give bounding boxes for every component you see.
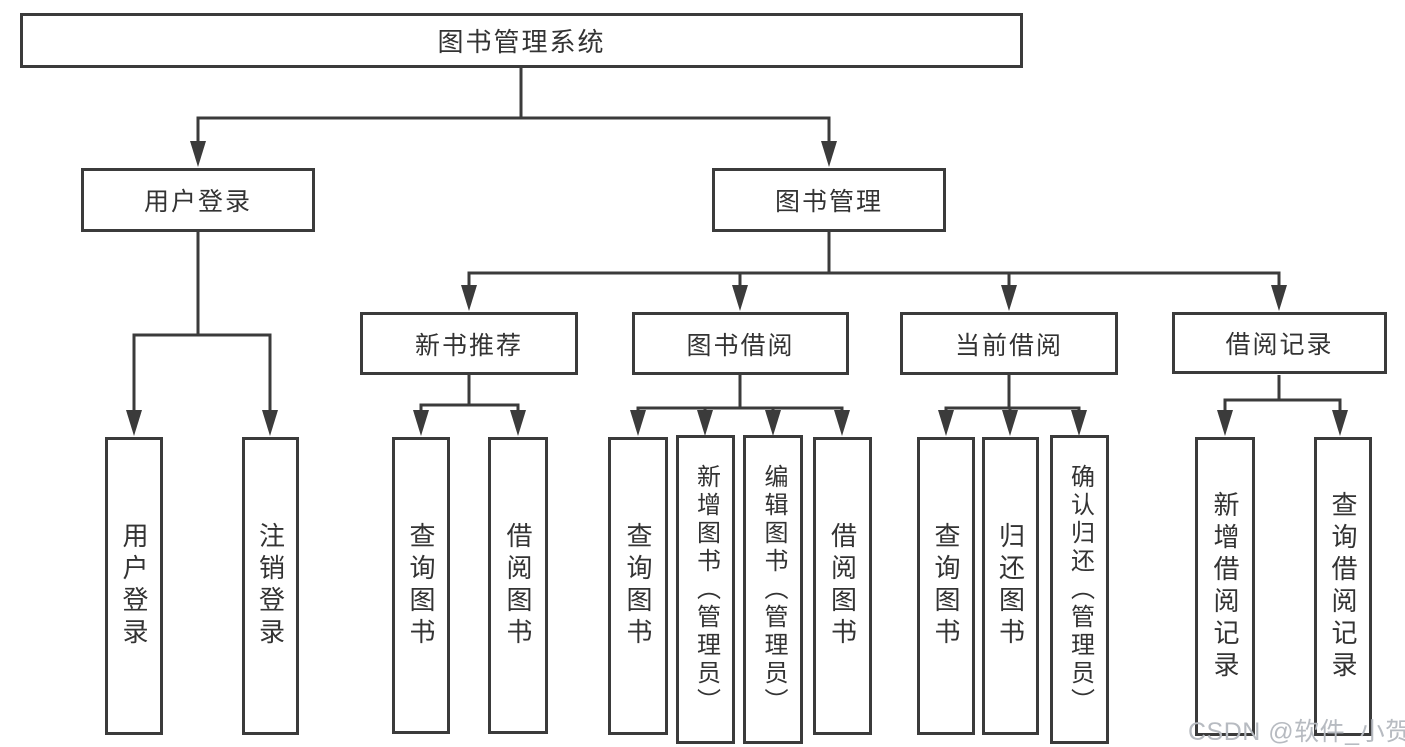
node-new-book-recommend: 新书推荐: [360, 312, 578, 375]
arrowhead: [1001, 285, 1017, 311]
leaf-add-borrow-record: 新增借阅记录: [1195, 437, 1255, 736]
connector-line: [196, 116, 831, 152]
arrowhead: [262, 410, 278, 436]
leaf-borrow-books-1: 借阅图书: [488, 437, 548, 734]
leaf-edit-books-admin: 编辑图书（管理员）: [743, 435, 803, 744]
arrowhead: [821, 141, 837, 167]
leaf-query-books-2: 查询图书: [608, 437, 668, 735]
arrowhead: [510, 410, 526, 436]
node-label: 当前借阅: [954, 331, 1063, 360]
node-label: 借阅图书: [827, 522, 858, 650]
arrowhead: [1271, 285, 1287, 311]
connector-line: [132, 333, 272, 420]
leaf-logout: 注销登录: [242, 437, 299, 735]
node-user-login-branch: 用户登录: [81, 168, 315, 232]
node-label: 用户登录: [119, 522, 149, 650]
connector-line: [636, 406, 844, 420]
connector-line: [1223, 398, 1342, 420]
node-label: 查询图书: [406, 521, 436, 650]
arrowhead: [1217, 410, 1233, 436]
leaf-return-books: 归还图书: [982, 437, 1039, 735]
node-label: 借阅记录: [1225, 331, 1334, 359]
arrowhead: [1332, 410, 1348, 436]
node-book-borrow: 图书借阅: [632, 312, 849, 375]
node-label: 归还图书: [995, 522, 1026, 650]
arrowhead: [938, 410, 954, 436]
node-label: 编辑图书（管理员）: [760, 463, 787, 716]
leaf-user-login: 用户登录: [105, 437, 163, 735]
connector-line: [419, 403, 520, 420]
node-current-borrow: 当前借阅: [900, 312, 1118, 375]
node-label: 图书管理: [774, 188, 883, 216]
arrowhead: [190, 141, 206, 167]
arrowhead: [413, 410, 429, 436]
connector-line: [467, 271, 1281, 297]
leaf-query-books-1: 查询图书: [392, 437, 450, 734]
leaf-confirm-return-admin: 确认归还（管理员）: [1050, 435, 1109, 744]
node-label: 新增图书（管理员）: [692, 463, 720, 716]
arrowhead: [1071, 410, 1087, 436]
node-label: 注销登录: [255, 522, 286, 650]
arrowhead: [630, 410, 646, 436]
node-label: 新书推荐: [414, 331, 523, 360]
node-label: 图书管理系统: [437, 27, 606, 57]
node-book-management: 图书管理: [712, 168, 946, 232]
node-label: 查询图书: [931, 522, 961, 650]
node-borrow-record: 借阅记录: [1172, 312, 1387, 374]
node-label: 查询借阅记录: [1328, 490, 1358, 683]
node-label: 图书借阅: [686, 331, 795, 360]
arrowhead: [765, 410, 781, 436]
arrowhead: [834, 410, 850, 436]
node-label: 查询图书: [623, 522, 653, 650]
node-label: 新增借阅记录: [1210, 490, 1240, 683]
node-root-system: 图书管理系统: [20, 13, 1023, 68]
leaf-borrow-books-2: 借阅图书: [813, 437, 872, 735]
node-label: 借阅图书: [503, 521, 533, 650]
leaf-query-borrow-record: 查询借阅记录: [1314, 437, 1372, 736]
leaf-add-books-admin: 新增图书（管理员）: [676, 435, 735, 744]
node-label: 用户登录: [143, 188, 252, 216]
leaf-query-books-3: 查询图书: [917, 437, 975, 735]
csdn-watermark: CSDN @软件_小贺同学: [1188, 718, 1405, 746]
arrowhead: [732, 285, 748, 311]
arrowhead: [697, 410, 713, 436]
arrowhead: [1002, 410, 1018, 436]
arrowhead: [461, 285, 477, 311]
arrowhead: [126, 410, 142, 436]
node-label: 确认归还（管理员）: [1066, 463, 1094, 716]
